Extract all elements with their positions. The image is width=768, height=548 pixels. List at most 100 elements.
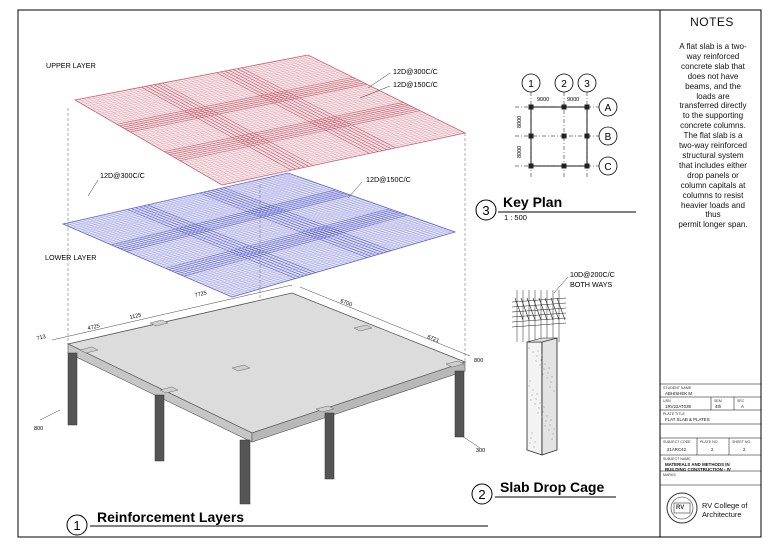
sheet-border — [17, 9, 762, 538]
notes-line: transferred directly — [679, 101, 747, 111]
dim-6700: 6700 — [339, 298, 353, 308]
subject-code-value: 21ARC42 — [667, 447, 687, 452]
view-number-circle-2 — [471, 483, 493, 505]
dim-300: 300 — [476, 448, 485, 454]
upper-mesh-bars — [75, 55, 465, 185]
notes-line: concrete columns. — [680, 121, 746, 131]
columns — [67, 352, 465, 505]
view-title-drop-cage: 2 Slab Drop Cage — [471, 479, 616, 505]
notes-title: NOTES — [690, 15, 734, 29]
notes-line: way reinforced — [686, 51, 740, 61]
upper-callout-2: 12D@150C/C — [393, 80, 438, 89]
dim-800-left: 800 — [34, 426, 43, 432]
notes-line: structural system — [682, 150, 744, 160]
college-logo — [666, 492, 698, 524]
dim-800-right: 800 — [474, 358, 483, 364]
dim-713: 713 — [36, 334, 46, 342]
view-number-3: 3 — [482, 203, 489, 218]
cage-callout-1: 10D@200C/C — [570, 270, 615, 279]
key-plan-dim-h2: 9000 — [567, 97, 579, 103]
notes-line: A flat slab is a two- — [679, 42, 747, 51]
subject-name-line-2: BUILDING CONSTRUCTION - IV — [665, 467, 731, 472]
cage-top-bars — [511, 290, 567, 342]
subject-name-label: SUBJECT NAME — [663, 457, 691, 461]
notes-line: The flat slab is a — [683, 131, 743, 141]
view-title-1: Reinforcement Layers — [97, 509, 244, 525]
dim-4725: 4725 — [87, 323, 100, 332]
student-name-label: STUDENT NAME — [663, 386, 692, 390]
college-name-line-1: RV College of — [702, 501, 748, 510]
notes-line: does not have — [687, 71, 739, 81]
notes-line: drop panels or — [687, 170, 739, 180]
notes-line: permit longer span. — [678, 220, 748, 230]
notes-line: beams, and the — [685, 81, 741, 91]
notes-line: column capitals at — [680, 180, 746, 190]
lower-callout-leader-1 — [87, 179, 99, 197]
view-number-circle-3 — [475, 199, 497, 221]
grid-letter-b: B — [605, 132, 612, 143]
lower-mesh-bars — [63, 173, 455, 297]
student-name: ABHISHEK M — [665, 391, 693, 396]
flat-slab — [66, 292, 467, 505]
key-plan-scale: 1 : 500 — [504, 213, 527, 222]
usn-label: USN — [663, 399, 671, 403]
upper-reinforcement-layer — [73, 54, 467, 186]
notes-line: concrete slab that — [681, 61, 745, 71]
key-plan-dim-v2: 8000 — [517, 146, 523, 158]
view-title-key-plan: 3 Key Plan 1 : 500 — [475, 194, 636, 222]
lower-layer-label: LOWER LAYER — [45, 253, 96, 262]
title-block-grid — [660, 383, 761, 486]
lower-reinforcement-layer — [61, 172, 457, 298]
subject-code-label: SUBJECT CODE — [663, 440, 691, 444]
dim-7725: 7725 — [194, 290, 207, 299]
upper-callout-leader-2 — [359, 85, 391, 99]
usn-value: 1RV22AT039 — [665, 404, 691, 409]
drop-panels — [79, 319, 465, 413]
view-number-2: 2 — [478, 487, 485, 502]
drop-cage-detail: 10D@200C/C BOTH WAYS — [511, 270, 615, 456]
notes-body: A flat slab is a two- way reinforced con… — [666, 42, 760, 230]
dimension-lines — [39, 284, 481, 449]
cage-column — [526, 337, 558, 456]
upper-callout-1: 12D@300C/C — [393, 67, 438, 76]
grid-number-3: 3 — [584, 79, 590, 90]
plate-no-label: PLATE NO — [700, 440, 718, 444]
plate-title-value: FLAT SLAB & PLATES — [665, 417, 710, 422]
sem-value: 4th — [715, 404, 722, 409]
lower-callout-1: 12D@300C/C — [100, 171, 145, 180]
view-title-reinforcement: 1 Reinforcement Layers — [66, 509, 488, 536]
notes-line: two-way reinforced — [679, 141, 747, 151]
cage-callout-leader — [553, 276, 569, 294]
upper-callout-leader-1 — [367, 72, 391, 89]
lower-callout-leader-2 — [347, 181, 363, 199]
sec-label: SEC — [737, 399, 745, 403]
marks-label: MARKS — [663, 473, 676, 477]
view-title-2: Slab Drop Cage — [500, 479, 604, 495]
grid-letter-c: C — [604, 162, 611, 173]
lower-callout-2: 12D@150C/C — [366, 175, 411, 184]
projection-lines — [67, 108, 466, 362]
view-title-3: Key Plan — [503, 194, 562, 210]
notes-line: to the supporting — [682, 111, 744, 121]
college-name: RV College of Architecture — [702, 501, 747, 519]
sheet-no-label: SHEET NO — [732, 440, 751, 444]
plate-no-value: 2 — [711, 447, 714, 452]
view-number-1: 1 — [73, 518, 80, 533]
sec-value: A — [741, 404, 744, 409]
view-number-circle-1 — [66, 514, 88, 536]
key-plan-dim-h1: 9000 — [537, 97, 549, 103]
key-plan-slab-outline — [530, 106, 588, 167]
notes-line: heavier loads and — [681, 200, 745, 210]
dim-1125: 1125 — [129, 312, 142, 321]
sheet-no-value: 2 — [743, 447, 746, 452]
grid-number-1: 1 — [528, 79, 534, 90]
key-plan-dim-v1: 8000 — [517, 116, 523, 128]
slab-top — [66, 292, 467, 434]
notes-line: loads are — [696, 91, 730, 101]
key-plan: 1 2 3 A B C 9000 9000 8000 8000 — [515, 73, 618, 178]
logo-text: RV — [676, 505, 685, 511]
grid-number-2: 2 — [561, 79, 567, 90]
cage-callout-2: BOTH WAYS — [570, 280, 613, 289]
